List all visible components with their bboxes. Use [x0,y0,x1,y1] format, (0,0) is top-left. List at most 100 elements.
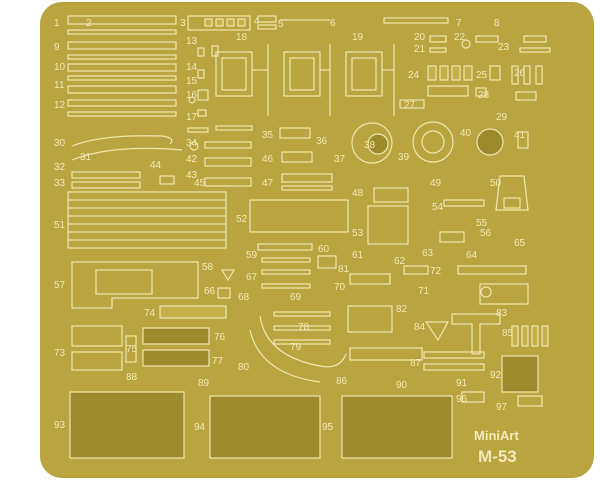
part-number-74: 74 [144,308,156,319]
part-number-51: 51 [54,220,66,231]
part-number-33: 33 [54,178,66,189]
part-number-8: 8 [494,18,500,29]
part-number-44: 44 [150,160,162,171]
part-number-96: 96 [456,394,468,405]
part-number-14: 14 [186,62,198,73]
part-number-25: 25 [476,70,488,81]
part-number-76: 76 [214,332,226,343]
mesh-plates-93-95 [69,391,453,459]
part-number-29: 29 [496,112,508,123]
part-number-24: 24 [408,70,420,81]
part-number-45: 45 [194,178,206,189]
part-number-85: 85 [502,328,514,339]
rails-78-85 [249,305,501,383]
part-number-93: 93 [54,420,66,431]
part-number-72: 72 [430,266,442,277]
part-number-87: 87 [410,358,422,369]
part-number-68: 68 [238,292,250,303]
part-number-23: 23 [498,42,510,53]
part-number-42: 42 [186,154,198,165]
part-rows-42-47 [187,125,333,191]
round-parts [351,121,529,164]
part-number-6: 6 [330,18,336,29]
part-number-41: 41 [514,130,526,141]
part-number-9: 9 [54,42,60,53]
part-number-84: 84 [414,322,426,333]
sheet-code: M-53 [478,447,517,466]
strip-parts-top [67,15,449,117]
part-number-89: 89 [198,378,210,389]
part-number-46: 46 [262,154,274,165]
part-number-18: 18 [236,32,248,43]
part-number-47: 47 [262,178,274,189]
part-number-1: 1 [54,18,60,29]
part-number-37: 37 [334,154,346,165]
part-number-50: 50 [490,178,502,189]
part-number-65: 65 [514,238,526,249]
part-number-52: 52 [236,214,248,225]
part-number-81: 81 [338,264,350,275]
panels-52-53 [249,175,529,245]
small-items-73-75 [71,325,137,371]
part-number-97: 97 [496,402,508,413]
curved-pieces-30-31 [71,135,183,189]
part-number-82: 82 [396,304,408,315]
part-number-31: 31 [80,152,92,163]
part-number-20: 20 [414,32,426,43]
part-number-5: 5 [278,19,284,30]
hinge-frames-18 [215,44,395,116]
part-number-19: 19 [352,32,364,43]
mesh-74-76 [142,305,227,367]
part-number-56: 56 [480,228,492,239]
part-number-22: 22 [454,32,466,43]
part-number-16: 16 [186,90,198,101]
part-number-79: 79 [290,342,302,353]
part-number-40: 40 [460,128,472,139]
part-number-90: 90 [396,380,408,391]
part-number-15: 15 [186,76,198,87]
part-number-55: 55 [476,218,488,229]
small-bits-column [188,45,219,117]
part-number-13: 13 [186,36,198,47]
part-number-69: 69 [290,292,302,303]
part-number-35: 35 [262,130,274,141]
part-number-86: 86 [336,376,348,387]
part-number-39: 39 [398,152,410,163]
part-number-62: 62 [394,256,406,267]
part-number-21: 21 [414,44,426,55]
part-number-91: 91 [456,378,468,389]
part-number-11: 11 [54,80,65,91]
part-number-73: 73 [54,348,66,359]
part-number-7: 7 [456,18,462,29]
part-number-61: 61 [352,250,364,261]
part-number-27: 27 [404,100,416,111]
part-number-80: 80 [238,362,250,373]
part-number-77: 77 [212,356,224,367]
part-number-88: 88 [126,372,138,383]
part-number-2: 2 [86,18,92,29]
part-number-4: 4 [254,16,260,27]
part-number-60: 60 [318,244,330,255]
part-number-34: 34 [186,138,198,149]
part-number-49: 49 [430,178,442,189]
part-number-32: 32 [54,162,66,173]
part-number-48: 48 [352,188,364,199]
part-number-58: 58 [202,262,214,273]
part-number-66: 66 [204,286,216,297]
part-number-75: 75 [126,344,138,355]
right-column-parts [461,325,549,407]
part-number-57: 57 [54,280,66,291]
part-number-53: 53 [352,228,364,239]
part-number-54: 54 [432,202,444,213]
part-number-43: 43 [186,170,198,181]
part-number-71: 71 [418,286,430,297]
brand-logo: MiniArt [474,428,519,443]
part-number-78: 78 [298,322,310,333]
grating-51 [67,191,227,249]
part-number-92: 92 [490,370,502,381]
part-number-64: 64 [466,250,478,261]
part-number-30: 30 [54,138,66,149]
